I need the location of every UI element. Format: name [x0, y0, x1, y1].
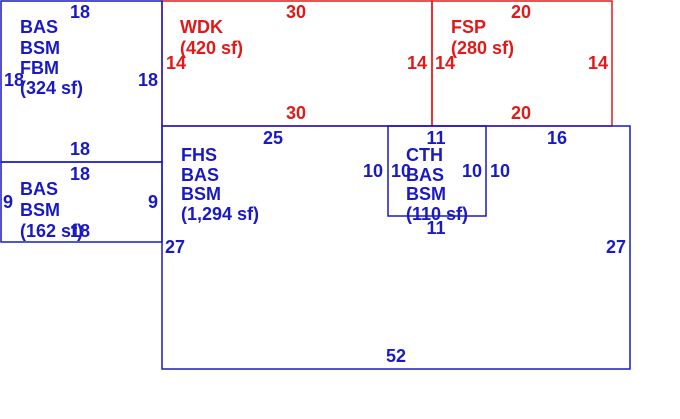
area-cth: CTH BAS BSM (110 sf) 11 11 10 10 10 10 — [363, 125, 510, 238]
cth-dim-bottom: 11 — [426, 218, 445, 238]
cth-outline — [387, 125, 487, 217]
fsp-dim-left: 14 — [435, 53, 455, 73]
lower-left-dim-left: 9 — [3, 192, 13, 212]
fsp-dim-bottom: 20 — [511, 103, 531, 123]
main-dim-bottom: 52 — [386, 346, 406, 366]
area-fsp: FSP (280 sf) 20 20 14 14 — [431, 0, 613, 127]
upper-left-code-2: BSM — [20, 38, 60, 58]
cth-area: (110 sf) — [406, 204, 468, 224]
cth-code-1: CTH — [406, 145, 443, 165]
main-code-2: BAS — [181, 165, 219, 185]
area-lower-left: BAS BSM (162 sf) 18 18 9 9 — [0, 161, 163, 243]
main-code-1: FHS — [181, 145, 217, 165]
upper-left-dim-left: 18 — [4, 70, 24, 90]
cth-dim-right-inner: 10 — [462, 161, 482, 181]
cth-dim-top: 11 — [426, 128, 445, 148]
fsp-dim-top: 20 — [511, 2, 531, 22]
upper-left-code-1: BAS — [20, 17, 58, 37]
wdk-dim-left: 14 — [166, 53, 186, 73]
upper-left-code-3: FBM — [20, 58, 59, 78]
area-upper-left: BAS BSM FBM (324 sf) 18 18 18 18 — [0, 0, 163, 163]
area-wdk: WDK (420 sf) 30 30 14 14 — [161, 0, 433, 127]
lower-left-code-1: BAS — [20, 179, 58, 199]
cth-code-2: BAS — [406, 165, 444, 185]
fsp-area: (280 sf) — [451, 38, 514, 58]
cth-dim-left-inner: 10 — [391, 161, 411, 181]
main-dim-left: 27 — [165, 237, 185, 257]
lower-left-code-2: BSM — [20, 200, 60, 220]
cth-code-3: BSM — [406, 184, 446, 204]
upper-left-dim-right: 18 — [138, 70, 158, 90]
lower-left-dim-right: 9 — [148, 192, 158, 212]
wdk-area: (420 sf) — [180, 38, 243, 58]
upper-left-dim-bottom: 18 — [70, 139, 90, 159]
lower-left-area: (162 sf) — [20, 221, 83, 241]
wdk-code: WDK — [180, 17, 223, 37]
main-area: (1,294 sf) — [181, 204, 259, 224]
area-main: FHS BAS BSM (1,294 sf) 25 16 52 27 27 — [161, 125, 631, 370]
wdk-dim-bottom: 30 — [286, 103, 306, 123]
cth-dim-left-outer: 10 — [363, 161, 383, 181]
main-dim-top-left: 25 — [263, 128, 283, 148]
main-dim-right: 27 — [606, 237, 626, 257]
upper-left-area: (324 sf) — [20, 78, 83, 98]
lower-left-dim-top: 18 — [70, 164, 90, 184]
lower-left-dim-bottom: 18 — [70, 221, 90, 241]
wdk-dim-top: 30 — [286, 2, 306, 22]
main-code-3: BSM — [181, 184, 221, 204]
upper-left-dim-top: 18 — [70, 2, 90, 22]
fsp-dim-right: 14 — [588, 53, 608, 73]
fsp-code: FSP — [451, 17, 486, 37]
wdk-dim-right: 14 — [407, 53, 427, 73]
cth-dim-right-outer: 10 — [490, 161, 510, 181]
main-dim-top-right: 16 — [547, 128, 567, 148]
